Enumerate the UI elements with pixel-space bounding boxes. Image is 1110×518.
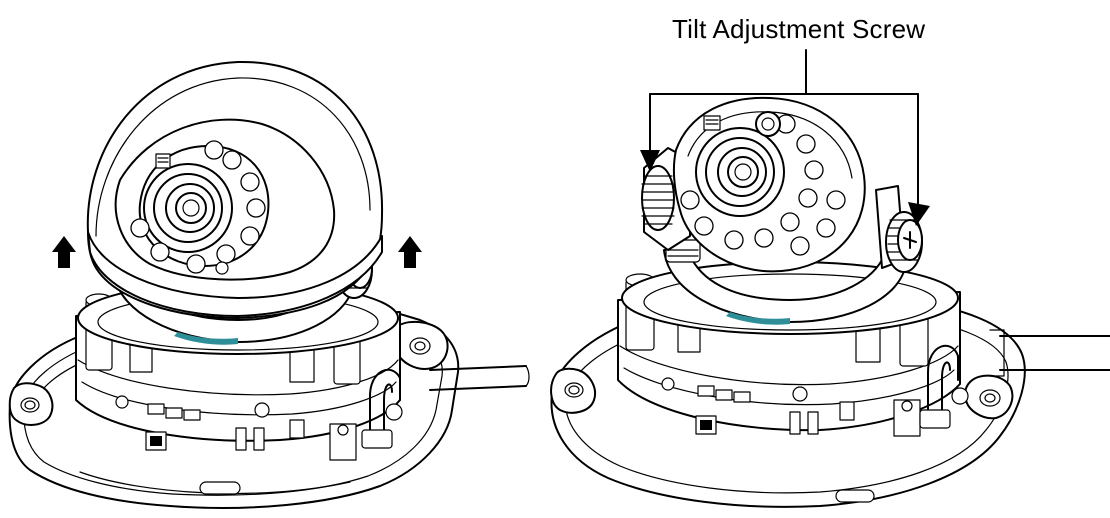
right-lift-arrow-icon <box>398 236 422 268</box>
right-cable <box>989 329 1110 377</box>
left-lens-module <box>130 140 270 275</box>
left-lift-arrow-icon <box>52 236 76 268</box>
left-cable-loop <box>361 368 401 449</box>
tilt-adjustment-screw-label: Tilt Adjustment Screw <box>672 14 926 44</box>
right-housing <box>617 261 969 437</box>
left-camera-dome-removal <box>8 60 530 509</box>
left-screw-pointer-arrow-icon <box>640 150 660 172</box>
right-screw-pointer-arrow-icon <box>908 202 930 226</box>
right-camera-right-tilt-screw-icon <box>875 185 923 273</box>
tilt-screw-callout-lines <box>649 49 919 207</box>
left-cable <box>429 365 530 391</box>
right-cable-loop <box>919 344 959 429</box>
right-lens-module <box>672 96 866 273</box>
right-camera-tilt-adjust <box>550 49 1110 508</box>
